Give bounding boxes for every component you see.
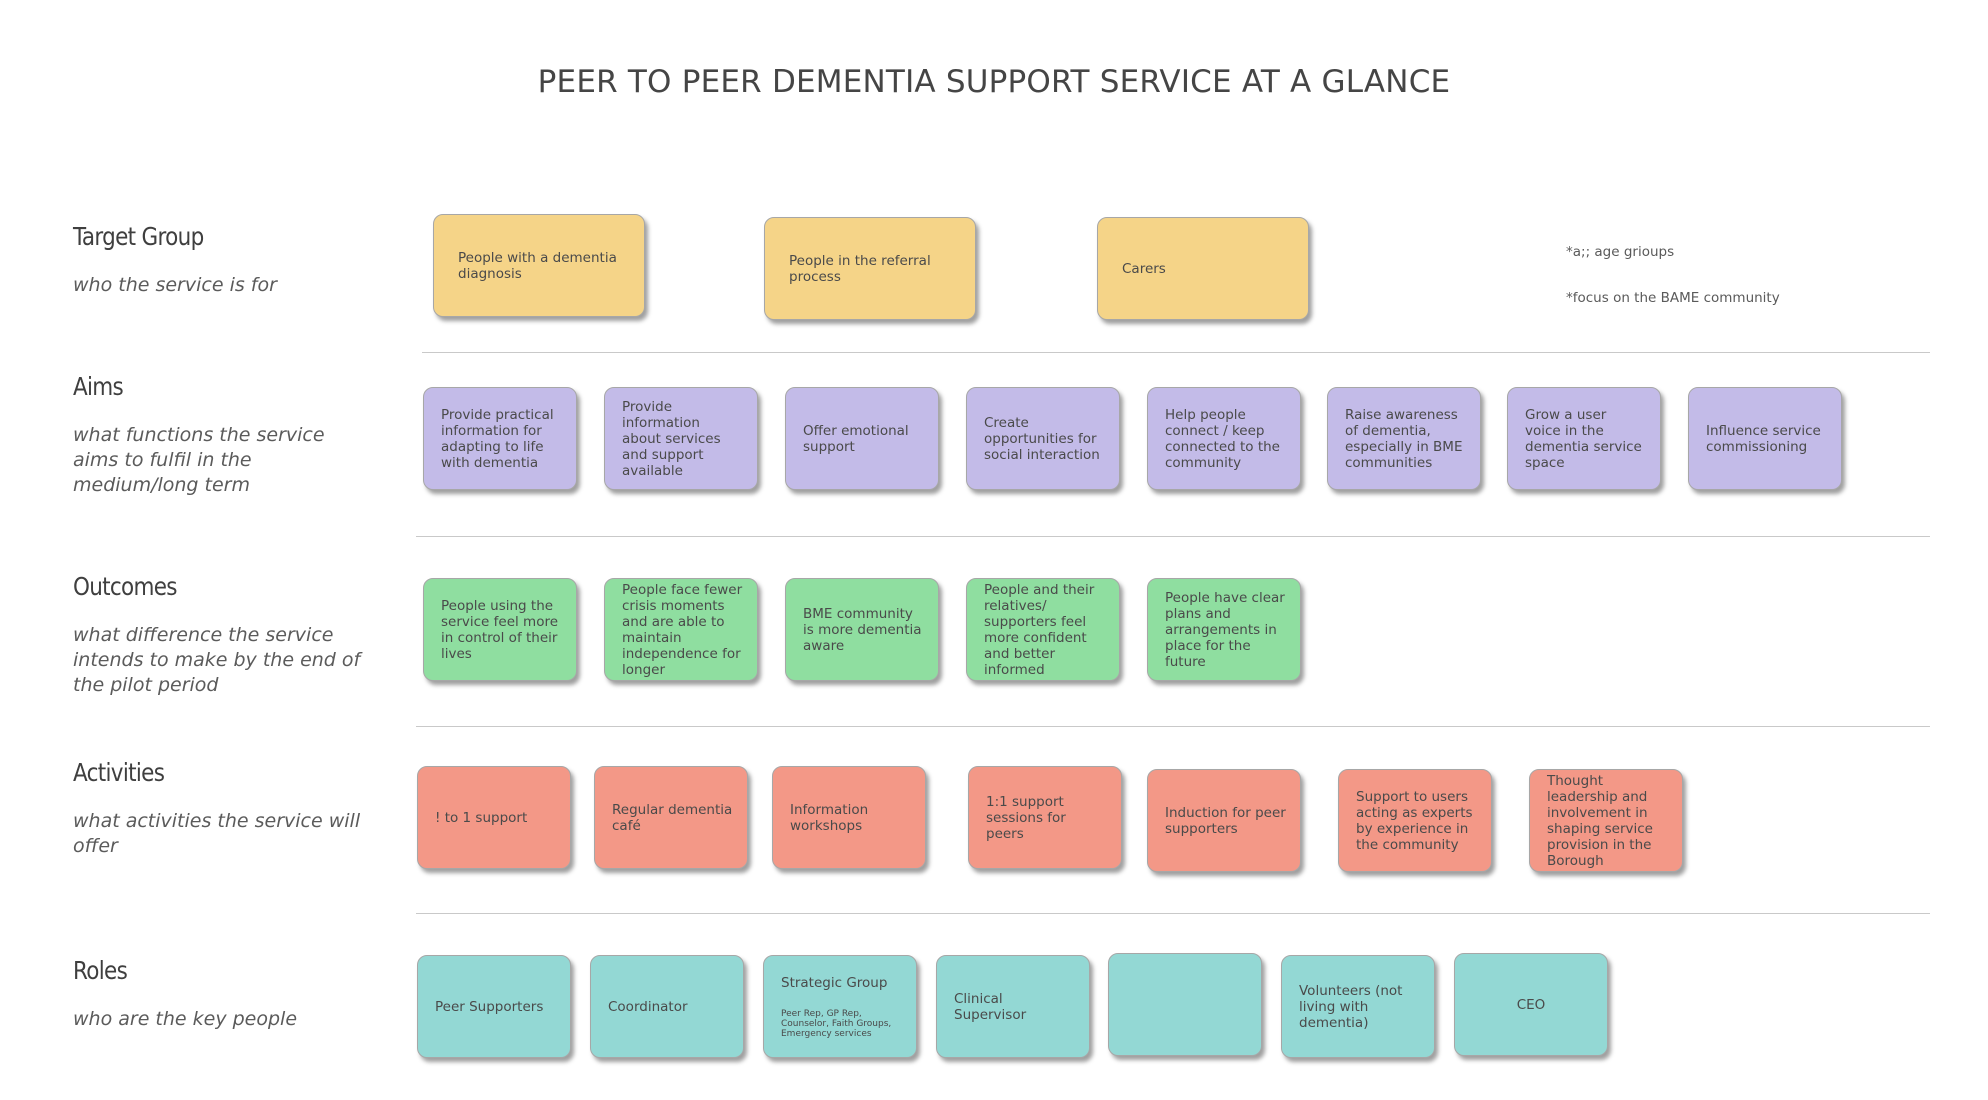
annotation-bame-focus: *focus on the BAME community (1566, 290, 1780, 306)
note-text: Volunteers (not living with dementia) (1299, 982, 1403, 1031)
aim-note[interactable]: Grow a user voice in the dementia servic… (1507, 387, 1661, 490)
note-text: Influence service commissioning (1706, 422, 1821, 455)
note-detail: Peer Rep, GP Rep, Counselor, Faith Group… (781, 1009, 892, 1039)
role-note[interactable]: Coordinator (590, 955, 744, 1058)
note-text: Provide practical information for adapti… (441, 406, 554, 471)
row-divider (416, 726, 1930, 727)
note-text: BME community is more dementia aware (803, 605, 922, 654)
note-text: Help people connect / keep connected to … (1165, 406, 1280, 471)
activity-note[interactable]: Information workshops (772, 766, 926, 869)
activity-note[interactable]: ! to 1 support (417, 766, 571, 869)
row-description-target-group: who the service is for (73, 274, 277, 296)
note-text: Clinical Supervisor (954, 990, 1027, 1023)
outcome-note[interactable]: People face fewer crisis moments and are… (604, 578, 758, 681)
target-group-note[interactable]: Carers (1097, 217, 1309, 320)
row-description-activities: what activities the service will offer (73, 810, 361, 857)
aim-note[interactable]: Provide practical information for adapti… (423, 387, 577, 490)
note-text: Peer Supporters (435, 998, 544, 1015)
note-text: Raise awareness of dementia, especially … (1345, 406, 1463, 471)
note-text: People and their relatives/ supporters f… (984, 581, 1095, 678)
note-text: People have clear plans and arrangements… (1165, 589, 1285, 670)
note-text: Create opportunities for social interact… (984, 414, 1100, 463)
note-text: Coordinator (608, 998, 688, 1015)
row-label-aims: Aims what functions the service aims to … (73, 372, 363, 498)
outcome-note[interactable]: People using the service feel more in co… (423, 578, 577, 681)
role-note-strategic-group[interactable]: Strategic Group Peer Rep, GP Rep, Counse… (763, 955, 917, 1058)
note-text: Carers (1122, 260, 1166, 277)
note-text: Provide information about services and s… (622, 398, 721, 479)
outcome-note[interactable]: People have clear plans and arrangements… (1147, 578, 1301, 681)
row-description-roles: who are the key people (73, 1008, 298, 1030)
outcome-note[interactable]: BME community is more dementia aware (785, 578, 939, 681)
aim-note[interactable]: Influence service commissioning (1688, 387, 1842, 490)
activity-note[interactable]: Regular dementia café (594, 766, 748, 869)
note-text: Thought leadership and involvement in sh… (1547, 772, 1653, 869)
aim-note[interactable]: Offer emotional support (785, 387, 939, 490)
aim-note[interactable]: Help people connect / keep connected to … (1147, 387, 1301, 490)
annotation-age-groups: *a;; age grioups (1566, 244, 1675, 260)
row-divider (416, 536, 1930, 537)
activity-note[interactable]: Thought leadership and involvement in sh… (1529, 769, 1683, 872)
note-text: Information workshops (790, 801, 869, 834)
row-label-outcomes: Outcomes what difference the service int… (73, 572, 363, 698)
note-text: ! to 1 support (435, 809, 528, 826)
note-text: Regular dementia café (612, 801, 733, 834)
note-text: Grow a user voice in the dementia servic… (1525, 406, 1642, 471)
note-text: 1:1 support sessions for peers (986, 793, 1066, 842)
note-text: People with a dementia diagnosis (458, 249, 617, 282)
role-note[interactable]: Peer Supporters (417, 955, 571, 1058)
aim-note[interactable]: Provide information about services and s… (604, 387, 758, 490)
note-text: People using the service feel more in co… (441, 597, 559, 662)
note-text: Strategic Group (781, 975, 888, 991)
role-note[interactable]: Volunteers (not living with dementia) (1281, 955, 1435, 1058)
row-heading-target-group: Target Group (73, 222, 204, 251)
row-description-aims: what functions the service aims to fulfi… (73, 424, 325, 496)
note-text: People in the referral process (789, 252, 931, 285)
role-note[interactable]: Clinical Supervisor (936, 955, 1090, 1058)
row-description-outcomes: what difference the service intends to m… (73, 624, 361, 696)
role-note[interactable]: CEO (1454, 953, 1608, 1056)
target-group-note[interactable]: People with a dementia diagnosis (433, 214, 645, 317)
row-divider (416, 913, 1930, 914)
activity-note[interactable]: Support to users acting as experts by ex… (1338, 769, 1492, 872)
row-heading-activities: Activities (73, 758, 165, 787)
row-label-target-group: Target Group who the service is for (73, 222, 363, 298)
target-group-note[interactable]: People in the referral process (764, 217, 976, 320)
row-divider (422, 352, 1930, 353)
aim-note[interactable]: Raise awareness of dementia, especially … (1327, 387, 1481, 490)
row-heading-roles: Roles (73, 956, 128, 985)
note-text: CEO (1516, 996, 1546, 1013)
outcome-note[interactable]: People and their relatives/ supporters f… (966, 578, 1120, 681)
note-text: Offer emotional support (803, 422, 909, 455)
note-text: Support to users acting as experts by ex… (1356, 788, 1473, 853)
note-text: People face fewer crisis moments and are… (622, 581, 743, 678)
row-label-roles: Roles who are the key people (73, 956, 363, 1032)
row-heading-outcomes: Outcomes (73, 572, 178, 601)
activity-note[interactable]: Induction for peer supporters (1147, 769, 1301, 872)
row-heading-aims: Aims (73, 372, 124, 401)
row-label-activities: Activities what activities the service w… (73, 758, 363, 859)
aim-note[interactable]: Create opportunities for social interact… (966, 387, 1120, 490)
activity-note[interactable]: 1:1 support sessions for peers (968, 766, 1122, 869)
role-note-empty[interactable] (1108, 953, 1262, 1056)
page-title: PEER TO PEER DEMENTIA SUPPORT SERVICE AT… (537, 64, 1451, 100)
note-text: Induction for peer supporters (1165, 804, 1286, 837)
